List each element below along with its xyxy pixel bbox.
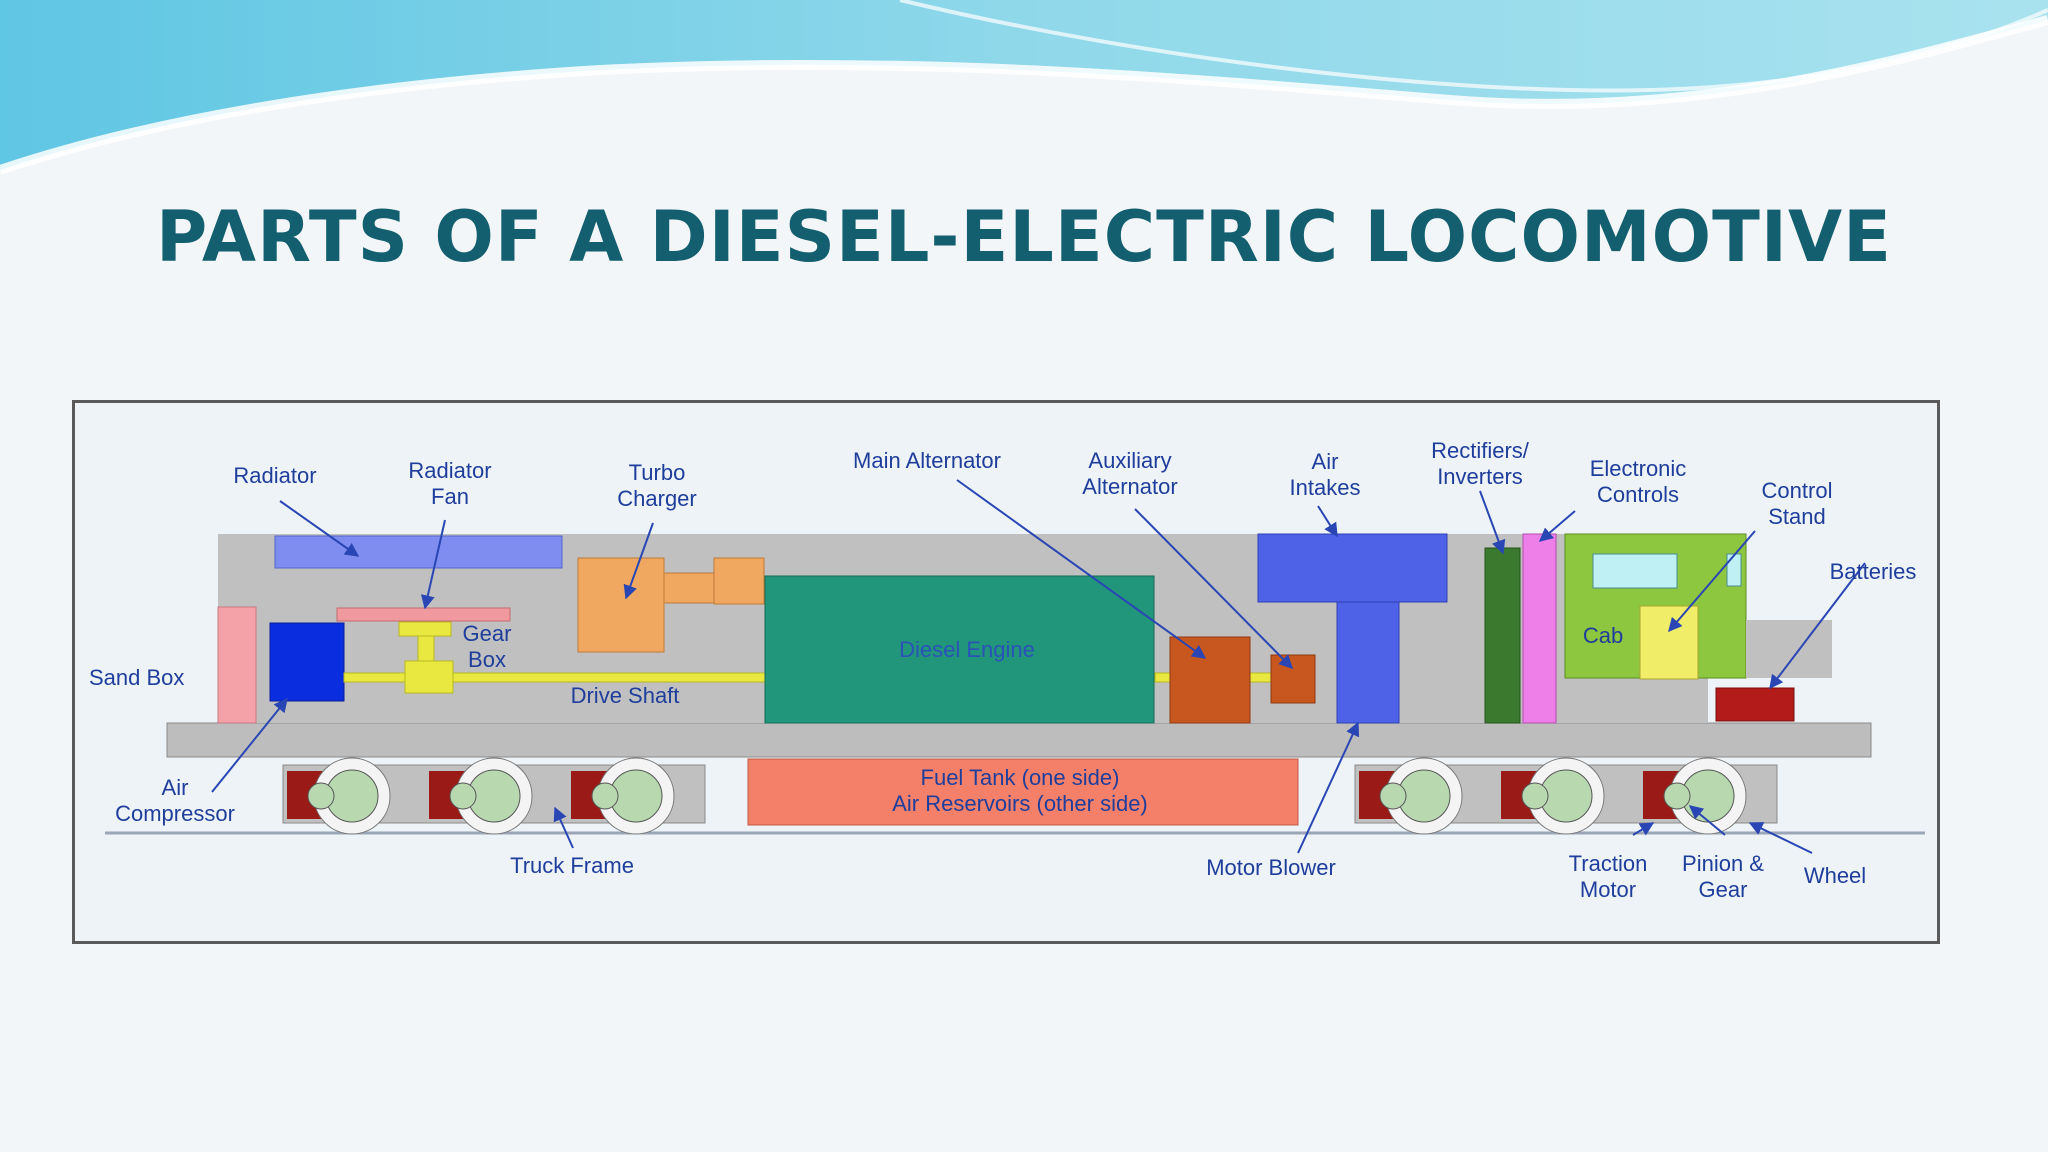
electronic-controls xyxy=(1522,533,1557,724)
batteries-arrow xyxy=(1769,562,1866,690)
fuel-tank xyxy=(747,758,1299,826)
control-stand-arrow xyxy=(1668,530,1756,633)
label-main-alternator: Main Alternator xyxy=(853,448,1001,473)
locomotive-diagram: Radiator Radiator Fan Turbo Charger Main… xyxy=(72,400,1940,944)
main-alternator-arrow xyxy=(956,479,1207,659)
label-air-intakes: Air Intakes xyxy=(1289,449,1361,500)
motor-blower-duct xyxy=(1336,601,1400,724)
label-diesel-engine: Diesel Engine xyxy=(899,637,1035,662)
leader-lines xyxy=(211,479,1866,854)
radiator xyxy=(274,535,563,569)
pinion-gear-arrow xyxy=(1688,805,1726,836)
underframe xyxy=(166,722,1872,758)
label-traction-motor: Traction Motor xyxy=(1568,851,1648,902)
label-turbo-charger: Turbo Charger xyxy=(617,460,697,511)
air-intakes-arrow xyxy=(1317,505,1338,538)
label-cab: Cab xyxy=(1582,623,1624,648)
label-motor-blower: Motor Blower xyxy=(1206,855,1336,880)
control-stand xyxy=(1639,605,1699,680)
rectifiers-arrow xyxy=(1479,490,1506,555)
turbo-link xyxy=(663,572,715,604)
label-batteries: Batteries xyxy=(1829,559,1917,584)
turbo-charger-arrow xyxy=(623,522,654,600)
radiator-arrow xyxy=(279,500,360,557)
radiator-fan xyxy=(336,607,511,622)
turbo-charger xyxy=(577,557,665,653)
label-electronic-controls: Electronic Controls xyxy=(1589,456,1687,507)
wheel-arrow xyxy=(1748,822,1813,854)
gear-box-top xyxy=(398,621,452,637)
cab-side-window xyxy=(1726,553,1742,587)
batteries xyxy=(1715,687,1795,722)
traction-motor-unit xyxy=(571,757,675,835)
label-pinion-gear: Pinion & Gear xyxy=(1682,851,1764,902)
label-fuel-tank: Fuel Tank (one side) Air Reservoirs (oth… xyxy=(892,765,1148,816)
main-alternator xyxy=(1169,636,1251,724)
label-wheel: Wheel xyxy=(1803,863,1867,888)
traction-motor-unit xyxy=(287,757,391,835)
radiator-fan-arrow xyxy=(420,519,446,610)
label-radiator-fan: Radiator Fan xyxy=(408,458,492,509)
header-wave xyxy=(0,0,2048,175)
truck-frame-arrow xyxy=(553,806,574,849)
label-sand-box: Sand Box xyxy=(89,665,185,690)
label-drive-shaft: Drive Shaft xyxy=(570,683,680,708)
cab-nose xyxy=(1746,620,1832,678)
locomotive-drawing xyxy=(105,479,1925,854)
motor-blower-arrow xyxy=(1297,721,1360,854)
air-compressor xyxy=(269,622,345,702)
label-air-compressor: Air Compressor xyxy=(115,775,235,826)
label-radiator: Radiator xyxy=(233,463,317,488)
gear-box xyxy=(404,660,454,694)
slide-title: PARTS OF A DIESEL-ELECTRIC LOCOMOTIVE xyxy=(156,196,1892,278)
front-truck xyxy=(282,757,706,835)
auxiliary-alternator-arrow xyxy=(1134,508,1293,669)
label-truck-frame: Truck Frame xyxy=(510,853,634,878)
electronic-controls-arrow xyxy=(1538,510,1576,542)
traction-motor-unit xyxy=(1359,757,1463,835)
auxiliary-alternator xyxy=(1270,654,1316,704)
rectifiers xyxy=(1484,547,1521,724)
label-control-stand: Control Stand xyxy=(1761,478,1833,529)
sand-box xyxy=(217,606,257,724)
label-auxiliary-alternator: Auxiliary Alternator xyxy=(1082,448,1178,499)
turbo-outlet xyxy=(713,557,765,605)
traction-motor-unit xyxy=(1501,757,1605,835)
rear-truck xyxy=(1354,757,1778,835)
diesel-engine xyxy=(764,575,1155,724)
label-gear-box: Gear Box xyxy=(462,621,512,672)
cab-window xyxy=(1592,553,1678,589)
air-intakes xyxy=(1257,533,1448,603)
traction-motor-unit xyxy=(429,757,533,835)
air-compressor-arrow xyxy=(211,697,288,793)
traction-motor-arrow xyxy=(1632,822,1655,836)
label-rectifiers-inverters: Rectifiers/ Inverters xyxy=(1431,438,1529,489)
